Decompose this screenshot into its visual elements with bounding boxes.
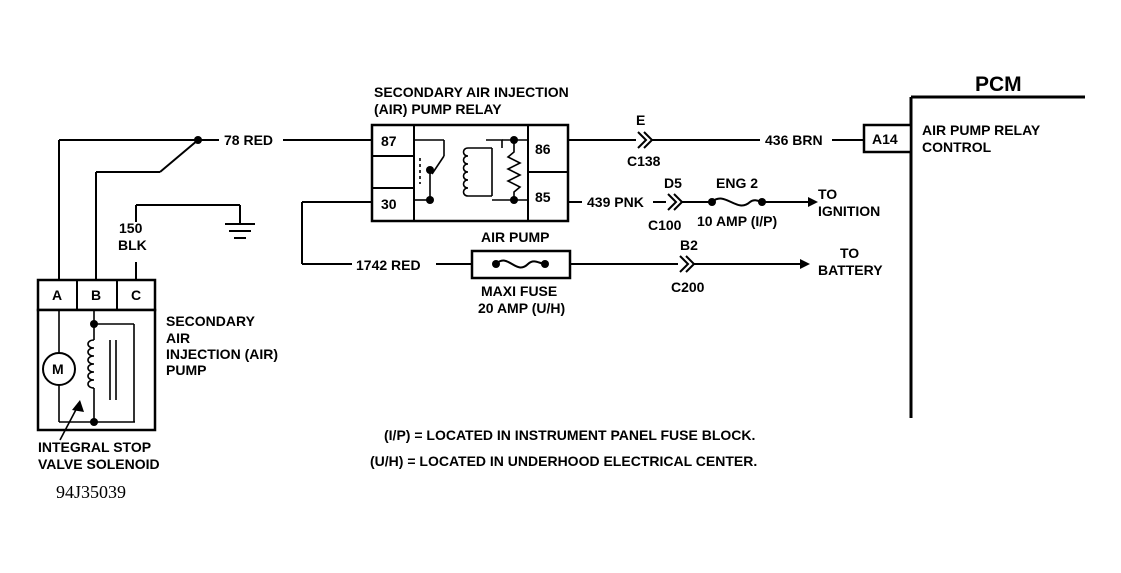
to-battery-line1: TO	[840, 245, 859, 261]
pcm-function-line1: AIR PUMP RELAY	[922, 122, 1041, 138]
connector-c100-label: C100	[648, 217, 682, 233]
to-ignition-line2: IGNITION	[818, 203, 880, 219]
pump-pin-a: A	[52, 287, 62, 303]
legend-notes: (I/P) = LOCATED IN INSTRUMENT PANEL FUSE…	[370, 427, 757, 469]
pcm-title: PCM	[975, 73, 1022, 96]
wire-436-brn-label: 436 BRN	[765, 132, 823, 148]
pump-body	[36, 308, 157, 432]
connector-c200-pin: B2	[680, 237, 698, 253]
wiring: 78 RED 150 BLK 436 BRN E C138 439 PNK D5	[58, 112, 883, 316]
relay-title-line2: (AIR) PUMP RELAY	[374, 101, 502, 117]
pump-pin-c: C	[131, 287, 141, 303]
motor-label: M	[52, 361, 64, 377]
wire-150-color: BLK	[118, 237, 147, 253]
to-ignition-line1: TO	[818, 186, 837, 202]
maxi-fuse-box	[470, 249, 572, 280]
pump-pin-b: B	[91, 287, 101, 303]
wire-439-pnk-label: 439 PNK	[587, 194, 644, 210]
wire-78-red-label: 78 RED	[224, 132, 273, 148]
maxi-fuse-line1: MAXI FUSE	[481, 283, 557, 299]
relay-title-line1: SECONDARY AIR INJECTION	[374, 84, 569, 100]
figure-code: 94J35039	[56, 482, 126, 502]
connector-c138-label: C138	[627, 153, 661, 169]
pcm-module: PCM A14 AIR PUMP RELAY CONTROL	[862, 73, 1085, 418]
air-pump: A B C M SECONDARY AIR INJECTION (AIR) PU…	[36, 278, 278, 472]
relay-terminal-85: 85	[535, 189, 551, 205]
note-ip: (I/P) = LOCATED IN INSTRUMENT PANEL FUSE…	[384, 427, 755, 443]
maxi-fuse-line2: 20 AMP (U/H)	[478, 300, 565, 316]
connector-c138-pin: E	[636, 112, 645, 128]
pump-name-line2: AIR	[166, 330, 190, 346]
pcm-function-line2: CONTROL	[922, 139, 992, 155]
connector-c200-label: C200	[671, 279, 705, 295]
solenoid-label-line1: INTEGRAL STOP	[38, 439, 151, 455]
relay-terminal-87: 87	[381, 133, 397, 149]
relay-terminal-86: 86	[535, 141, 551, 157]
pump-name-line1: SECONDARY	[166, 313, 256, 329]
note-uh: (U/H) = LOCATED IN UNDERHOOD ELECTRICAL …	[370, 453, 757, 469]
pcm-pin-label: A14	[872, 131, 898, 147]
pcm-pin-box	[862, 123, 913, 154]
fuse-eng2-rating: 10 AMP (I/P)	[697, 213, 777, 229]
wire-150-number: 150	[119, 220, 143, 236]
solenoid-label-line2: VALVE SOLENOID	[38, 456, 160, 472]
relay-terminal-30: 30	[381, 196, 397, 212]
pump-name-line3: INJECTION (AIR)	[166, 346, 278, 362]
fuse-air-pump-name: AIR PUMP	[481, 229, 549, 245]
air-pump-relay: SECONDARY AIR INJECTION (AIR) PUMP RELAY…	[370, 84, 570, 223]
pump-name-line4: PUMP	[166, 362, 206, 378]
fuse-eng2-name: ENG 2	[716, 175, 758, 191]
connector-c100-pin: D5	[664, 175, 682, 191]
to-battery-line2: BATTERY	[818, 262, 883, 278]
wire-1742-red-label: 1742 RED	[356, 257, 421, 273]
